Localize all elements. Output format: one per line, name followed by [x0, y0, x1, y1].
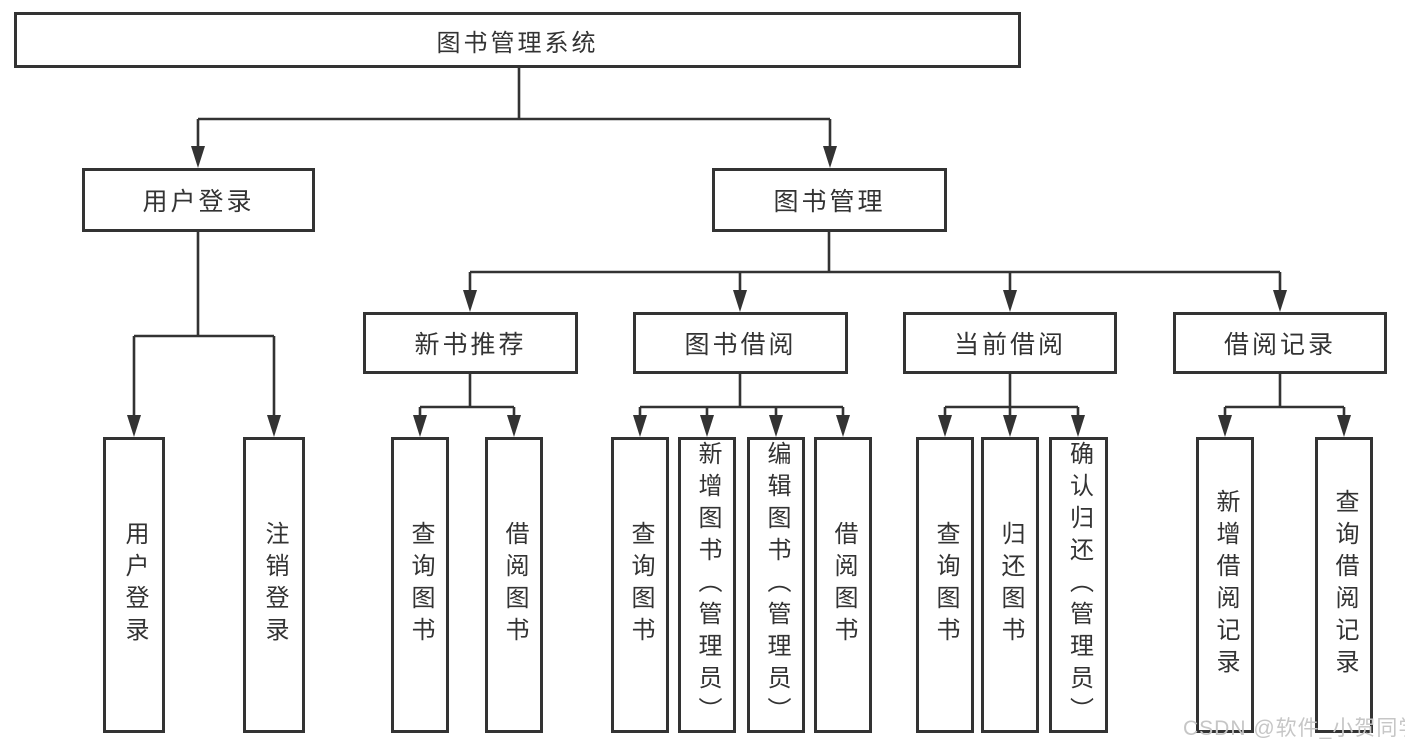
connector-current-borrowing [943, 374, 1080, 421]
connector-book-management [468, 232, 1282, 294]
leaf-borrow-books-borrowing: 借阅图书 [814, 437, 872, 733]
connector-borrowing-records [1223, 374, 1346, 421]
leaf-borrow-books-recommend: 借阅图书 [485, 437, 543, 733]
leaf-user-login: 用户登录 [103, 437, 165, 733]
leaf-query-books-recommend: 查询图书 [391, 437, 449, 733]
node-book-management: 图书管理 [712, 168, 947, 232]
connector-root [196, 68, 832, 150]
leaf-query-books-current: 查询图书 [916, 437, 974, 733]
leaf-logout: 注销登录 [243, 437, 305, 733]
watermark: CSDN @软件_小贺同学 [1183, 717, 1405, 740]
leaf-edit-books-admin: 编辑图书（管理员） [747, 437, 805, 733]
connector-book-borrowing [638, 374, 845, 421]
node-book-borrowing: 图书借阅 [633, 312, 848, 374]
connector-new-book [418, 374, 516, 421]
node-library-management-system: 图书管理系统 [14, 12, 1021, 68]
node-new-book-recommendation: 新书推荐 [363, 312, 578, 374]
node-user-login: 用户登录 [82, 168, 315, 232]
node-borrowing-records: 借阅记录 [1173, 312, 1387, 374]
node-current-borrowing: 当前借阅 [903, 312, 1117, 374]
arrowheads [127, 146, 1351, 437]
leaf-return-books: 归还图书 [981, 437, 1039, 733]
leaf-add-books-admin: 新增图书（管理员） [678, 437, 736, 733]
leaf-query-borrow-record: 查询借阅记录 [1315, 437, 1373, 733]
leaf-add-borrow-record: 新增借阅记录 [1196, 437, 1254, 733]
leaf-confirm-return-admin: 确认归还（管理员） [1049, 437, 1108, 733]
leaf-query-books-borrowing: 查询图书 [611, 437, 669, 733]
connector-user-login [132, 232, 276, 419]
